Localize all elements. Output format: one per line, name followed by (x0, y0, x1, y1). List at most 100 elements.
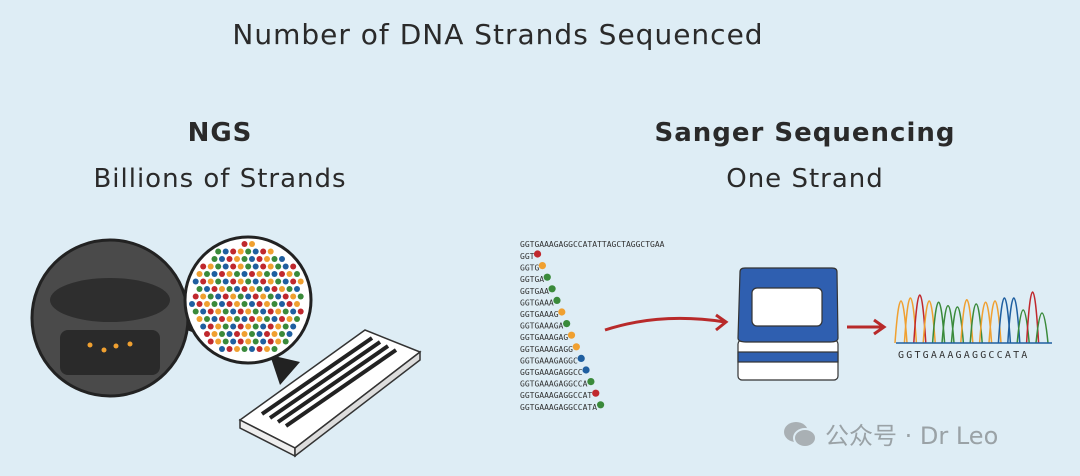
cluster-dot (196, 271, 203, 277)
cluster-dot (226, 256, 233, 262)
cluster-dot (249, 346, 255, 352)
cluster-dot (226, 316, 233, 322)
flow-cell-magnified-icon (30, 238, 190, 398)
cluster-dot (196, 286, 203, 292)
cluster-dot (207, 338, 214, 345)
cluster-dot (267, 263, 274, 270)
cluster-dot (271, 271, 278, 277)
terminator-dot (572, 343, 580, 351)
cluster-dot (222, 263, 229, 270)
cluster-dot (260, 263, 267, 270)
cluster-dot (286, 301, 293, 307)
terminator-dot (558, 308, 566, 316)
cluster-dot (215, 338, 222, 345)
cluster-dot (252, 263, 259, 270)
cluster-dot (256, 301, 263, 307)
cluster-dot (237, 323, 244, 330)
cluster-dot (215, 293, 222, 300)
cluster-dot (230, 263, 237, 270)
cluster-dot (249, 286, 255, 292)
cluster-dot (279, 256, 285, 262)
cluster-dot (230, 338, 237, 345)
cluster-dot (297, 308, 304, 315)
cluster-dot (264, 346, 270, 352)
cluster-dot (207, 323, 214, 330)
sequencer-instrument-icon (737, 267, 839, 381)
fragment-text: GGTGAAAGAGG (520, 345, 573, 354)
cluster-dot (267, 278, 274, 285)
cluster-dot (211, 301, 218, 307)
cluster-dot (241, 346, 248, 352)
cluster-dot (222, 293, 229, 300)
cluster-dot (275, 338, 282, 345)
cluster-dot (211, 286, 218, 292)
cluster-dot (234, 256, 240, 262)
chromatogram-peak (1025, 291, 1040, 344)
cluster-dot (241, 271, 248, 277)
fragment-text: GGTGAAAGAGGCCAT (520, 391, 592, 400)
cluster-dot (290, 323, 297, 330)
terminator-dot (543, 273, 551, 281)
cluster-dot (282, 263, 289, 270)
cluster-dot (207, 293, 214, 300)
cluster-dot (245, 308, 252, 315)
cluster-dot (219, 331, 225, 337)
cluster-dot (200, 263, 207, 270)
cluster-dot (219, 301, 225, 307)
cluster-dot (271, 316, 278, 322)
cluster-dot (271, 346, 278, 352)
cluster-dot (290, 308, 297, 315)
cluster-dot (200, 308, 207, 315)
cluster-dot (215, 248, 222, 255)
cluster-dot (260, 248, 267, 255)
cluster-dot (241, 286, 248, 292)
arrowhead-icon (715, 313, 729, 332)
zoom-pointer (270, 355, 300, 385)
cluster-dot (230, 278, 237, 285)
cluster-dot (237, 308, 244, 315)
cluster-dot (211, 331, 218, 337)
cluster-dot (215, 263, 222, 270)
cluster-dot (215, 323, 222, 330)
watermark: 公众号 · Dr Leo (783, 416, 998, 451)
cluster-dot (222, 323, 229, 330)
cluster-dot (230, 248, 237, 255)
fragment-text: GGTGAAAGAGGCC (520, 368, 583, 377)
cluster-dot (245, 248, 252, 255)
cluster-dot (260, 278, 267, 285)
cluster-dot (282, 338, 289, 345)
cluster-dot (286, 331, 293, 337)
ngs-heading: NGS (187, 118, 253, 148)
cluster-dot (222, 338, 229, 345)
cluster-dot (211, 271, 218, 277)
cluster-dot (245, 278, 252, 285)
cluster-dot (275, 263, 282, 270)
cluster-dot (267, 323, 274, 330)
cluster-dot (275, 308, 282, 315)
cluster-dot (189, 301, 195, 307)
cluster-dot (252, 293, 259, 300)
cluster-dot (271, 301, 278, 307)
cluster-dot (249, 301, 255, 307)
cluster-dot (207, 308, 214, 315)
cluster-dot (237, 278, 244, 285)
terminator-dot (592, 389, 600, 397)
cluster-dot (256, 331, 263, 337)
cluster-dot (204, 316, 210, 322)
cluster-dot (256, 346, 263, 352)
cluster-dot (237, 338, 244, 345)
cluster-dot (252, 308, 259, 315)
cluster-dot (256, 271, 263, 277)
cluster-dot (264, 286, 270, 292)
cluster-dot (252, 248, 259, 255)
read-sequence: GGTGAAAGAGGCCATA (898, 350, 1030, 361)
cluster-dot (267, 293, 274, 300)
fragment-text: GGTGAAAGAGGCCATA (520, 403, 597, 412)
cluster-dot (230, 323, 237, 330)
sanger-subtitle: One Strand (726, 164, 884, 194)
cluster-dot (204, 331, 210, 337)
cluster-dot (215, 308, 222, 315)
cluster-dot (290, 278, 297, 285)
chromatogram-peak (1035, 312, 1049, 344)
cluster-dot (267, 308, 274, 315)
